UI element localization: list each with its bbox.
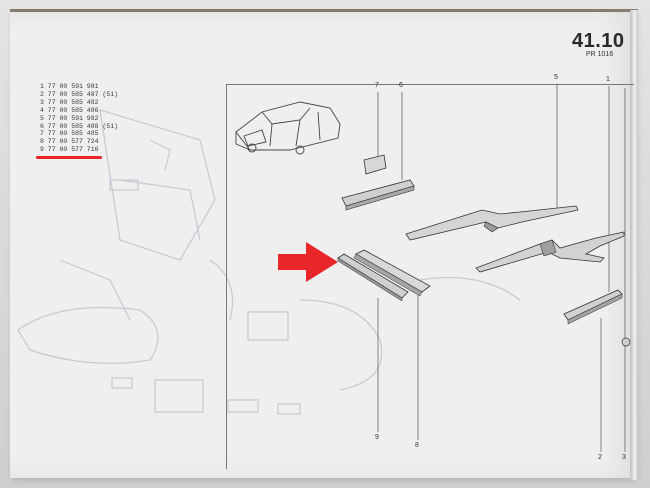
red-arrow-icon (278, 242, 338, 282)
part-5-rail (405, 205, 579, 241)
callout-3: 3 (622, 454, 626, 461)
part-6-rail (341, 179, 415, 211)
part-entry-2: 2 77 00 585 487 (51) (40, 90, 119, 98)
callout-7: 7 (375, 82, 379, 89)
part-8-channel (353, 249, 431, 297)
part-entry-5: 5 77 00 591 982 (40, 114, 99, 122)
callout-1: 1 (606, 76, 610, 83)
callout-8: 8 (415, 442, 419, 449)
part-7-bracket (363, 154, 387, 175)
callout-2: 2 (598, 454, 602, 461)
part-9-sill (337, 253, 409, 302)
highlight-underline (36, 156, 102, 159)
part-entry-9: 9 77 00 577 716 (40, 146, 99, 154)
part-2-piece (563, 289, 623, 325)
callout-5: 5 (554, 74, 558, 81)
callout-6: 6 (399, 82, 403, 89)
part-entry-6: 6 77 00 585 488 (51) (40, 122, 119, 130)
catalog-page (10, 12, 635, 478)
part-entry-7: 7 77 00 585 485 (40, 130, 99, 138)
section-number: 41.10 (572, 30, 625, 52)
leader-lines (377, 84, 626, 452)
part-1-rail (475, 231, 625, 273)
parts-number-list: 1 77 00 591 981 2 77 00 585 487 (51) 3 7… (40, 83, 118, 154)
page-edge (630, 10, 638, 480)
car-body-illustration (235, 101, 341, 155)
callout-9: 9 (375, 434, 379, 441)
part-entry-3: 3 77 00 585 482 (40, 98, 99, 106)
part-3-rivet (621, 337, 631, 347)
diagram-frame (226, 84, 634, 469)
part-entry-8: 8 77 00 577 724 (40, 138, 99, 146)
section-subtitle: PR 1016 (586, 51, 614, 58)
part-entry-1: 1 77 00 591 981 (40, 83, 99, 90)
part-entry-4: 4 77 00 585 486 (40, 106, 99, 114)
